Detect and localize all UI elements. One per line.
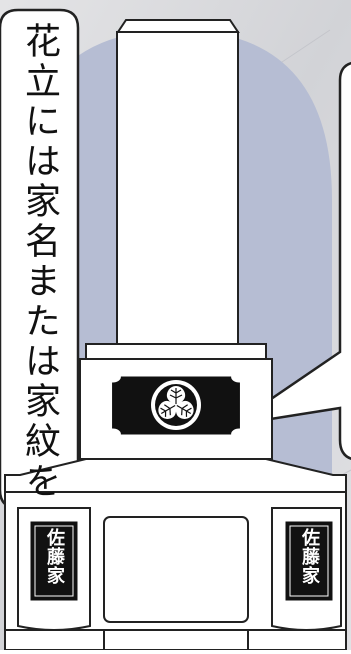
- left-vase-family-name: 佐藤家: [44, 528, 65, 585]
- right-vase-plate: [285, 521, 333, 601]
- hollyhock-crest-icon: [151, 380, 201, 430]
- stone-column: [116, 31, 239, 345]
- stone-cap: [116, 19, 240, 33]
- left-bubble-text: 花立には家名または家紋を: [19, 22, 60, 502]
- right-vase-plate-border: [289, 525, 329, 597]
- lower-base-center-panel: [103, 516, 249, 623]
- lower-base-top: [4, 458, 347, 493]
- left-vase-plate-border: [34, 525, 74, 597]
- left-vase-plate: [30, 521, 78, 601]
- right-vase-family-name: 佐藤家: [299, 528, 320, 585]
- middle-base-top: [85, 343, 267, 360]
